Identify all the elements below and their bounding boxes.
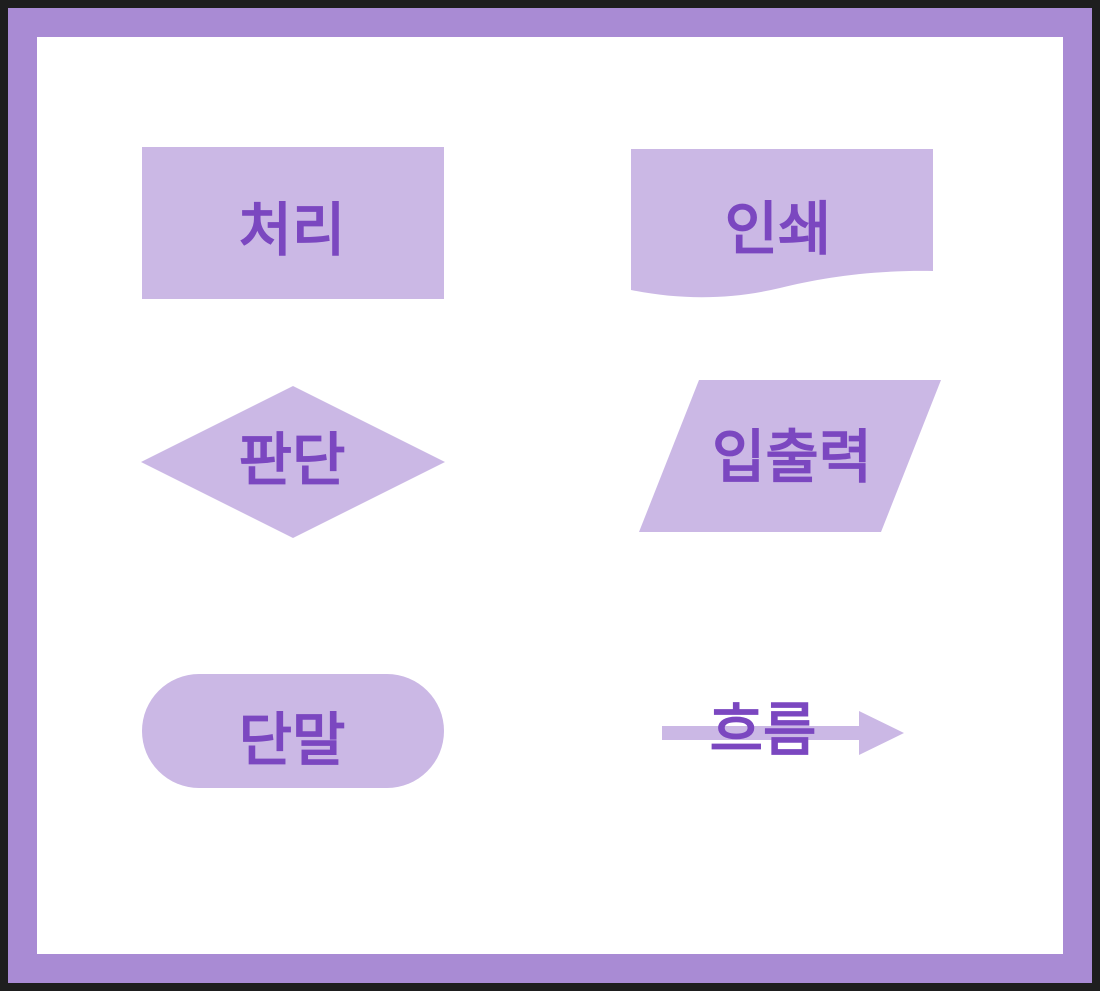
input-output-label: 입출력	[712, 423, 872, 491]
input-output-symbol: 입출력	[639, 380, 941, 532]
terminal-label: 단말	[239, 706, 346, 774]
decision-symbol: 판단	[141, 386, 445, 538]
input-output-shape	[639, 380, 941, 532]
flow-symbol: 흐름	[662, 696, 904, 764]
document-symbol: 인쇄	[631, 149, 933, 298]
terminal-symbol: 단말	[142, 674, 444, 788]
document-label: 인쇄	[725, 195, 832, 263]
decision-label: 판단	[239, 426, 346, 494]
process-label: 처리	[239, 196, 346, 264]
process-shape	[142, 147, 444, 299]
terminal-shape	[142, 674, 444, 788]
flow-arrow-shape	[662, 711, 904, 755]
process-symbol: 처리	[142, 147, 444, 299]
flow-label: 흐름	[710, 696, 817, 764]
document-shape	[631, 149, 933, 298]
decision-shape	[141, 386, 445, 538]
